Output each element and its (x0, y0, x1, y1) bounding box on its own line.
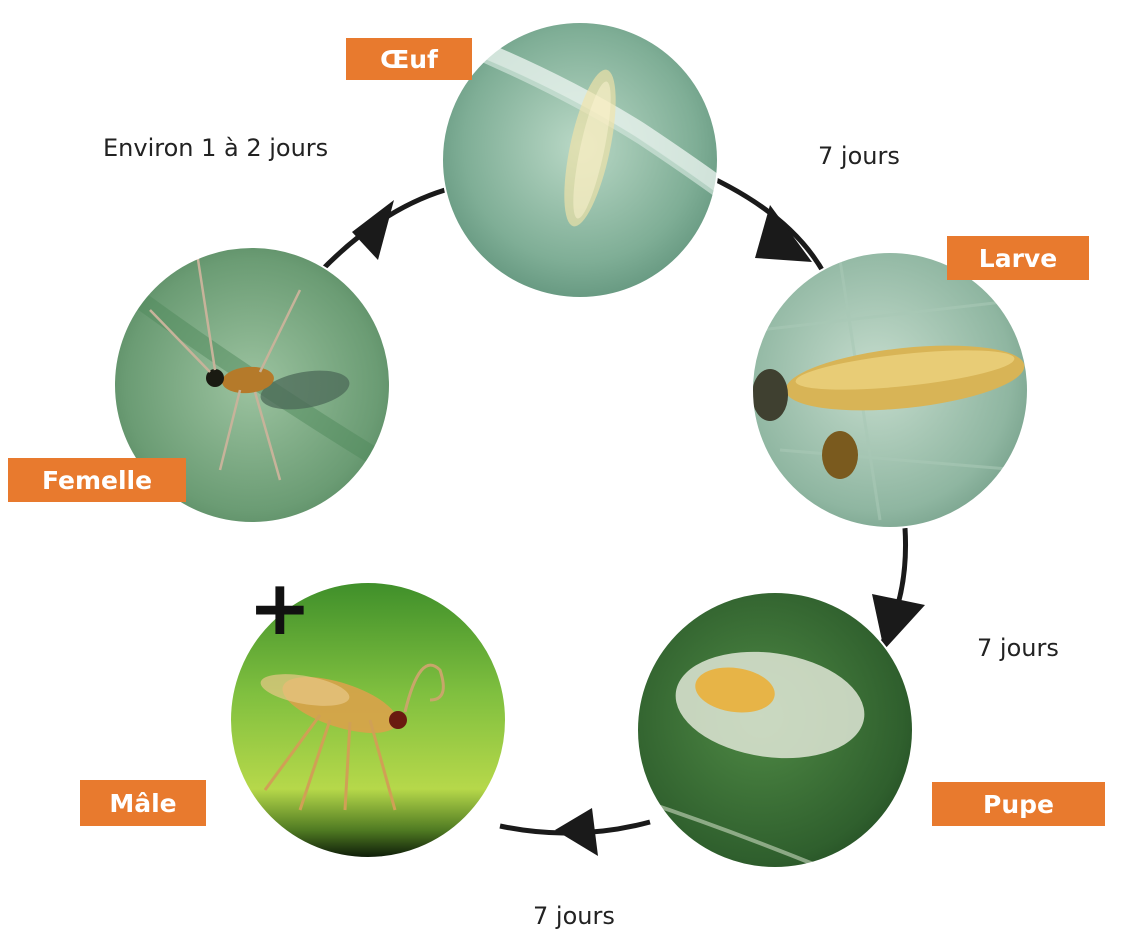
duration-egg-to-larva: 7 jours (818, 142, 900, 170)
stage-label-female: Femelle (8, 458, 186, 502)
plus-sign: + (248, 570, 312, 646)
stage-label-pupa: Pupe (932, 782, 1105, 826)
arrowhead-female-to-egg (352, 200, 394, 260)
duration-pupa-to-adult: 7 jours (533, 902, 615, 930)
arrowhead-pupa-to-male (555, 808, 598, 856)
larva-photo (752, 252, 1028, 528)
duration-larva-to-pupa: 7 jours (977, 634, 1059, 662)
duration-female-to-egg: Environ 1 à 2 jours (103, 134, 328, 162)
stage-label-male: Mâle (80, 780, 206, 826)
stage-label-larva: Larve (947, 236, 1089, 280)
egg-photo (442, 22, 740, 298)
stage-label-egg: Œuf (346, 38, 472, 80)
pupa-photo (637, 592, 913, 900)
arrowhead-egg-to-larva (755, 205, 812, 262)
